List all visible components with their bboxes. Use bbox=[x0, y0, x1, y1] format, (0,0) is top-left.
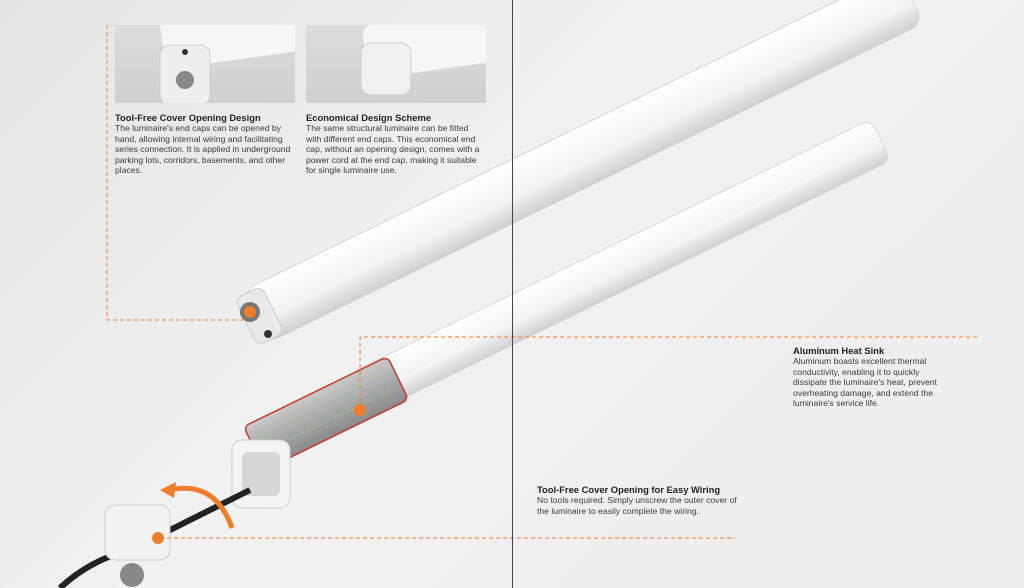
feature-body: The same structural luminaire can be fit… bbox=[306, 123, 480, 176]
feature-title: Economical Design Scheme bbox=[306, 112, 432, 123]
leader-lines bbox=[106, 25, 980, 539]
end-cap-detached bbox=[104, 504, 171, 561]
feature-economical-design: Economical Design Scheme The same struct… bbox=[306, 112, 486, 176]
feature-body: The luminaire's end caps can be opened b… bbox=[115, 123, 291, 176]
feature-title: Tool-Free Cover Opening Design bbox=[115, 112, 261, 123]
thumbnail-tool-free-cap bbox=[115, 25, 295, 103]
divider-line bbox=[512, 0, 513, 588]
feature-title: Tool-Free Cover Opening for Easy Wiring bbox=[537, 484, 721, 495]
thumbnail-economical-cap bbox=[306, 25, 486, 103]
feature-easy-wiring: Tool-Free Cover Opening for Easy Wiring … bbox=[537, 484, 742, 516]
feature-heat-sink: Aluminum Heat Sink Aluminum boasts excel… bbox=[793, 345, 953, 409]
feature-body: Aluminum boasts excellent thermal conduc… bbox=[793, 356, 937, 409]
rotate-arrow-icon bbox=[169, 485, 235, 529]
feature-body: No tools required. Simply unscrew the ou… bbox=[537, 495, 737, 516]
feature-tool-free-design: Tool-Free Cover Opening Design The lumin… bbox=[115, 112, 300, 176]
feature-title: Aluminum Heat Sink bbox=[793, 345, 885, 356]
